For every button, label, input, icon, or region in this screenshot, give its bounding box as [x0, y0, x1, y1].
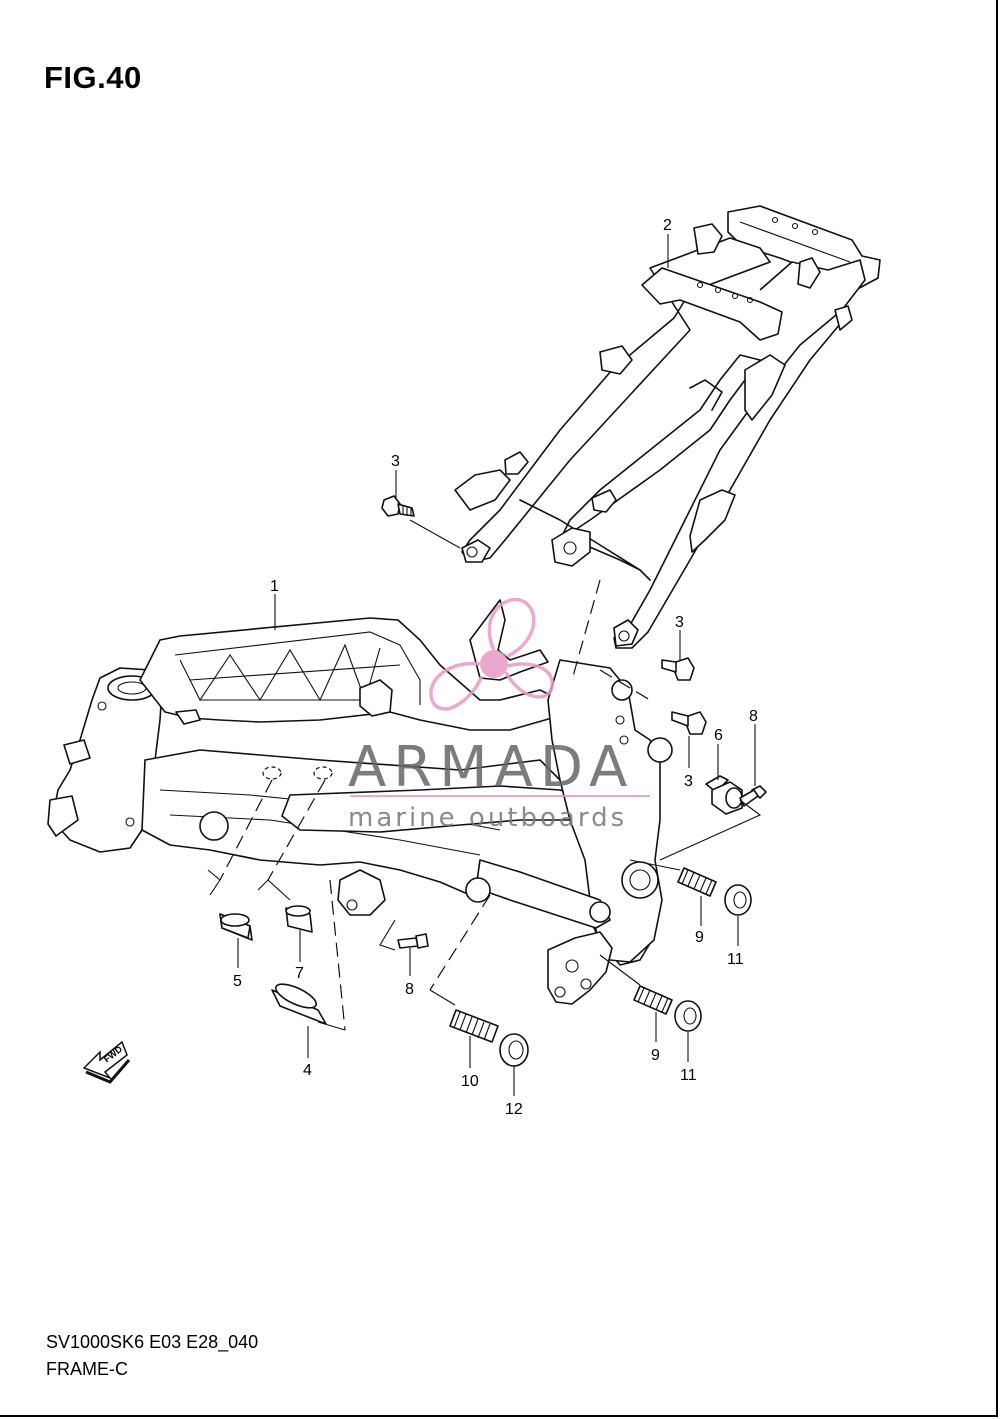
figure-code: SV1000SK6 E03 E28_040 — [46, 1332, 259, 1352]
callout-12: 12 — [505, 1101, 523, 1118]
callout-6: 6 — [714, 727, 723, 744]
callout-5: 5 — [233, 973, 242, 990]
watermark-tagline: marine outboards — [348, 803, 627, 833]
spacer-6 — [705, 775, 743, 815]
callout-9-lower: 9 — [651, 1047, 660, 1064]
forward-arrow-icon: FWD — [82, 1040, 131, 1084]
callout-numbers: 1 2 3 3 3 4 5 6 7 8 8 9 9 10 11 11 12 — [233, 217, 758, 1118]
callout-7: 7 — [295, 965, 304, 982]
nut-11-lower — [674, 1000, 702, 1032]
main-frame — [47, 599, 673, 1005]
callout-11-upper: 11 — [727, 951, 744, 968]
bolt-3-lower — [671, 711, 707, 735]
callout-8-lower: 8 — [405, 981, 414, 998]
adjuster-9-upper — [677, 867, 717, 897]
callout-9-upper: 9 — [695, 929, 704, 946]
callout-3-lower: 3 — [684, 773, 693, 790]
figure-title: FIG.40 — [44, 60, 142, 95]
callout-4: 4 — [303, 1062, 312, 1079]
bolt-3-upper — [381, 495, 415, 517]
bolt-8-lower — [397, 933, 429, 949]
collar-7 — [285, 905, 313, 933]
figure-name: FRAME-C — [46, 1359, 128, 1379]
collar-5 — [219, 913, 253, 941]
callout-3-upper: 3 — [391, 453, 400, 470]
callout-8-right: 8 — [749, 708, 758, 725]
watermark-brand: ARMADA — [348, 735, 634, 800]
bolt-8-right — [739, 785, 767, 807]
nut-12 — [499, 1033, 529, 1067]
rear-subframe — [454, 205, 881, 649]
adjuster-10 — [449, 1009, 499, 1043]
callout-2: 2 — [663, 217, 672, 234]
assembly-guide-lines — [207, 519, 762, 1031]
propeller-logo-icon — [429, 597, 554, 711]
collar-4 — [271, 983, 327, 1025]
nut-11-upper — [724, 884, 752, 916]
watermark: ARMADA marine outboards — [348, 597, 650, 833]
bolt-3-middle — [661, 657, 695, 681]
callout-10: 10 — [461, 1073, 479, 1090]
callout-11-lower: 11 — [680, 1067, 697, 1084]
leader-lines — [237, 234, 756, 1096]
callout-1: 1 — [270, 578, 279, 595]
callout-3-middle: 3 — [675, 614, 684, 631]
adjuster-9-lower — [633, 985, 673, 1015]
